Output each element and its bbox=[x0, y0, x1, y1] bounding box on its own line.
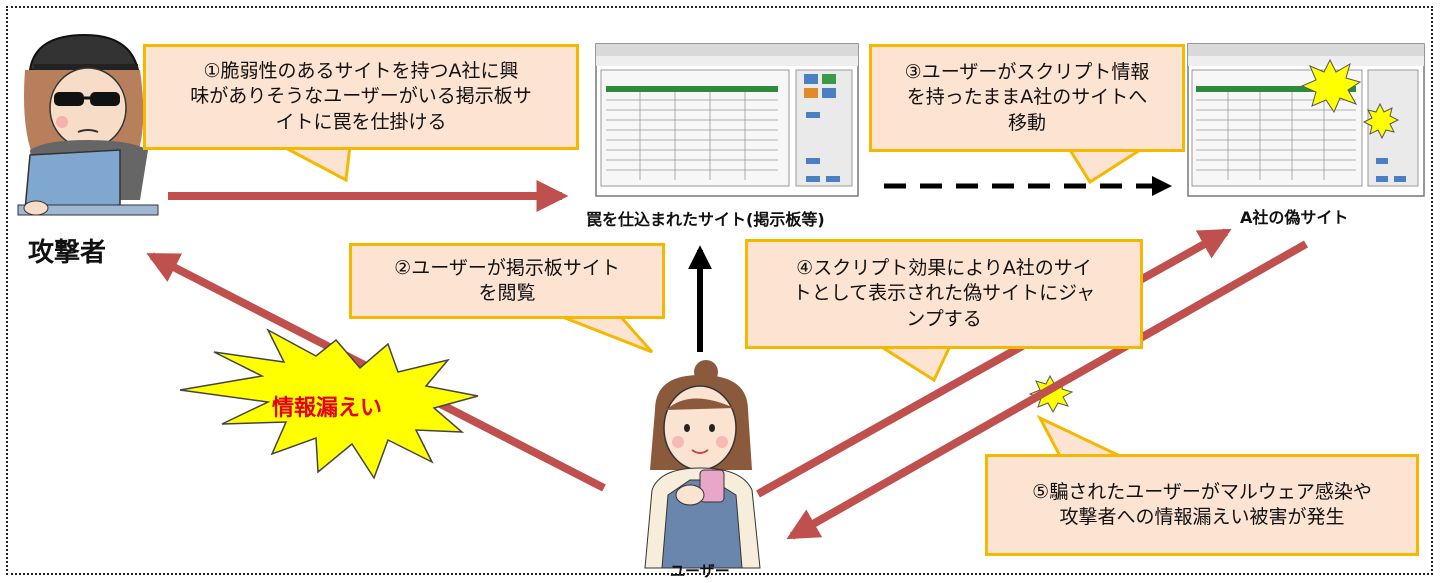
label-user: ユーザー bbox=[670, 562, 730, 580]
burst-small-2 bbox=[1362, 102, 1400, 140]
label-fake-site: A社の偽サイト bbox=[1240, 208, 1349, 227]
label-attacker: 攻撃者 bbox=[28, 238, 107, 268]
label-leak: 情報漏えい bbox=[272, 396, 383, 421]
arrow-user-to-fake-site bbox=[756, 228, 1232, 498]
attacker-illustration bbox=[17, 33, 159, 216]
callout-tail-step1 bbox=[281, 144, 352, 183]
callout-step2: ②ユーザーが掲示板サイト を閲覧 bbox=[349, 243, 665, 319]
burst-small-1 bbox=[1300, 58, 1362, 114]
trap-site-window bbox=[595, 43, 859, 197]
arrow-fake-site-to-user bbox=[786, 240, 1308, 540]
callout-step5: ⑤騙されたユーザーがマルウェア感染や 攻撃者への情報漏えい被害が発生 bbox=[985, 454, 1419, 556]
user-illustration bbox=[644, 360, 761, 569]
leak-burst bbox=[179, 328, 479, 480]
callout-step3: ③ユーザーがスクリプト情報 を持ったままA社のサイトへ 移動 bbox=[869, 44, 1185, 152]
diagram-frame bbox=[6, 6, 1433, 575]
callout-tail-step4 bbox=[874, 344, 953, 383]
callout-tail-step3 bbox=[1067, 148, 1146, 185]
callout-step4: ④スクリプト効果によりA社のサイ トとして表示された偽サイトにジャ ンプする bbox=[745, 239, 1143, 349]
callout-step1: ①脆弱性のあるサイトを持つA社に興 味がありそうなユーザーがいる掲示板サ イトに… bbox=[143, 44, 579, 150]
callout-tail-step5 bbox=[1036, 414, 1121, 458]
label-trap-site: 罠を仕込まれたサイト(掲示板等) bbox=[586, 210, 825, 229]
callout-tail-step2 bbox=[559, 314, 654, 354]
